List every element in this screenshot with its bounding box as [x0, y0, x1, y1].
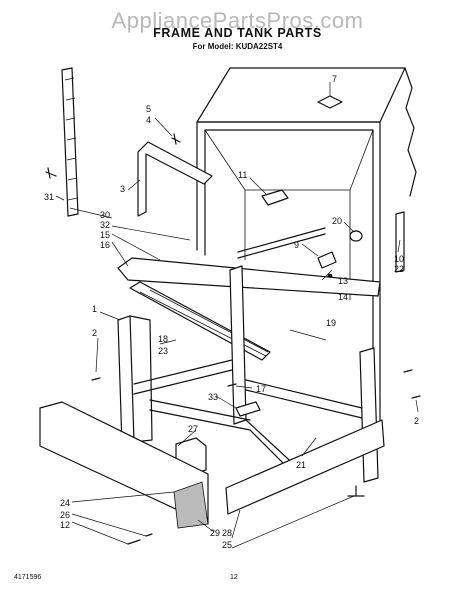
callout-28: 28 — [222, 528, 232, 538]
part-16-rail — [117, 257, 381, 297]
callout-17: 17 — [256, 384, 266, 394]
tank-torn-edge — [404, 67, 417, 197]
callout-5: 5 — [146, 104, 151, 114]
part-2-screw-right — [411, 395, 421, 399]
part-31-screw — [45, 167, 57, 179]
watermark: AppliancePartsPros.com — [111, 8, 364, 33]
callout-26: 26 — [60, 510, 70, 520]
diagram-title: FRAME AND TANK PARTS — [153, 26, 322, 40]
callout-15: 15 — [100, 230, 110, 240]
callout-11: 11 — [238, 170, 247, 180]
tank-cross-bar — [237, 227, 326, 259]
callout-18: 18 — [158, 334, 168, 344]
part-11-bracket — [261, 189, 289, 206]
base-right-post — [359, 347, 379, 483]
base-center-post — [229, 265, 247, 425]
leader-lines — [55, 82, 419, 549]
part-12-screw — [127, 533, 153, 545]
part-4-screw — [171, 133, 181, 145]
callout-19: 19 — [326, 318, 336, 328]
callout-32: 32 — [100, 220, 110, 230]
callout-31: 31 — [44, 192, 54, 202]
callout-24: 24 — [60, 498, 70, 508]
callout-23: 23 — [158, 346, 168, 356]
callout-16: 16 — [100, 240, 110, 250]
part-10-bracket — [395, 211, 405, 273]
base-front-panel — [225, 419, 385, 515]
tank-top — [196, 67, 406, 123]
leveling-leg — [347, 485, 365, 497]
part-9-clip — [317, 251, 337, 269]
base-cross-members — [133, 359, 363, 481]
part-24-toe-panel — [39, 401, 209, 525]
callout-2-left: 2 — [92, 328, 97, 338]
tank-front-frame — [196, 121, 381, 421]
callout-14: 14 — [338, 292, 348, 302]
callout-3: 3 — [120, 184, 125, 194]
callout-29: 29 — [210, 528, 220, 538]
base-left-post — [117, 315, 135, 447]
model-subtitle: For Model: KUDA22ST4 — [192, 42, 283, 51]
callout-30: 30 — [100, 210, 110, 220]
part-20-roller — [349, 230, 363, 242]
document-number: 4171596 — [14, 574, 42, 581]
part-17-screw — [227, 383, 237, 387]
page-number: 12 — [230, 574, 238, 581]
callout-12: 12 — [60, 520, 70, 530]
callout-1: 1 — [92, 304, 97, 314]
callout-20: 20 — [332, 216, 342, 226]
callout-13: 13 — [338, 276, 348, 286]
callout-2-right: 2 — [414, 416, 419, 426]
part-33-part — [235, 401, 261, 417]
part-7-bracket — [317, 95, 343, 109]
part-22-screw — [403, 369, 413, 373]
callout-27: 27 — [188, 424, 198, 434]
callout-9: 9 — [294, 240, 299, 250]
callout-4: 4 — [146, 115, 151, 125]
callout-22: 22 — [394, 264, 404, 274]
callout-33: 33 — [208, 392, 218, 402]
callout-10: 10 — [394, 254, 404, 264]
callout-21: 21 — [296, 460, 306, 470]
part-3-channel — [137, 141, 213, 217]
callout-labels: 7 5 4 3 11 31 30 32 15 16 20 9 10 22 13 … — [44, 74, 419, 550]
part-30-strip — [61, 67, 79, 217]
callout-7: 7 — [332, 74, 337, 84]
part-29-insulation — [173, 481, 209, 529]
part-2-screw-left — [91, 377, 101, 381]
callout-25: 25 — [222, 540, 232, 550]
